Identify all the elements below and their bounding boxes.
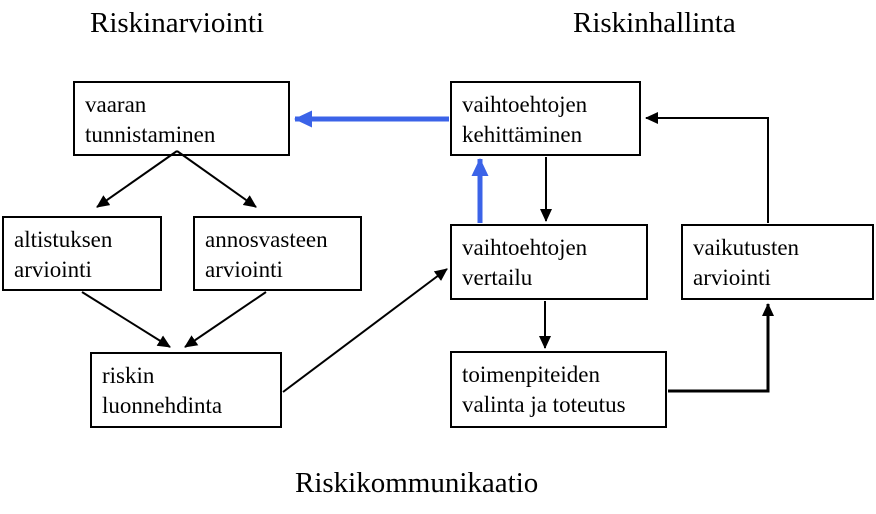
box-label-line: luonnehdinta (102, 393, 223, 418)
arrow-impact-to-optdev (645, 112, 769, 223)
box-label-line: vaaran (85, 92, 147, 117)
box-label-line: arviointi (205, 257, 283, 282)
box-label-line: arviointi (14, 257, 92, 282)
box-label-line: annosvasteen (205, 227, 328, 252)
box-exposure-assessment: altistuksen arviointi (2, 216, 162, 291)
box-label-line: tunnistaminen (85, 122, 216, 147)
box-label-line: vaihtoehtojen (462, 92, 588, 117)
box-label-line: vertailu (462, 265, 533, 290)
arrow-hazard-to-exposure (96, 150, 178, 208)
box-options-development: vaihtoehtojen kehittäminen (450, 81, 641, 156)
arrow-exposure-to-riskchar (81, 291, 171, 348)
arrow-dose-to-riskchar (184, 291, 267, 348)
box-label-line: altistuksen (14, 227, 113, 252)
heading-risk-management: Riskinhallinta (573, 7, 736, 39)
box-risk-characterization: riskin luonnehdinta (90, 352, 282, 428)
box-label-line: arviointi (693, 265, 771, 290)
arrow-action-to-impact (668, 303, 774, 393)
box-action-selection: toimenpiteiden valinta ja toteutus (450, 351, 667, 428)
heading-risk-assessment: Riskinarviointi (90, 7, 264, 39)
heading-risk-communication: Riskikommunikaatio (295, 467, 539, 499)
box-options-comparison: vaihtoehtojen vertailu (450, 224, 648, 300)
box-dose-response-assessment: annosvasteen arviointi (193, 216, 362, 291)
box-label-line: vaihtoehtojen (462, 235, 588, 260)
box-label-line: riskin (102, 363, 155, 388)
arrow-hazard-to-dose (176, 150, 257, 208)
box-label-line: toimenpiteiden (462, 362, 600, 387)
box-label-line: kehittäminen (462, 122, 583, 147)
box-label-line: vaikutusten (693, 235, 800, 260)
box-label-line: valinta ja toteutus (462, 392, 626, 417)
box-impact-assessment: vaikutusten arviointi (681, 224, 874, 300)
box-hazard-identification: vaaran tunnistaminen (73, 81, 290, 156)
